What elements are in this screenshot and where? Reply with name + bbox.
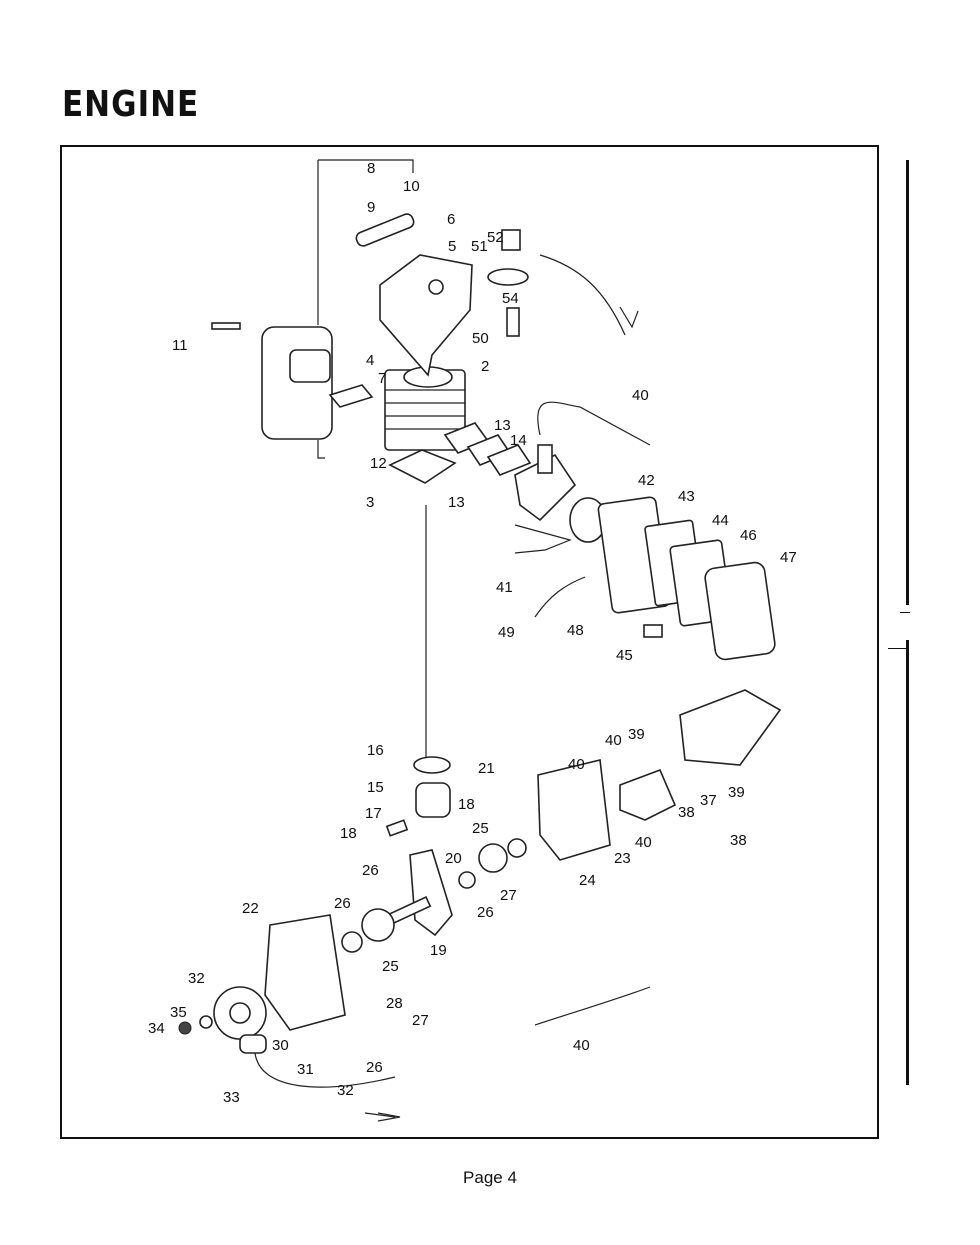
- callout-label: 28: [386, 995, 403, 1012]
- callout-label: 34: [148, 1020, 165, 1037]
- callout-label: 42: [638, 472, 655, 489]
- callout-label: 16: [367, 742, 384, 759]
- section-title: ENGINE: [62, 84, 200, 126]
- callout-label: 26: [334, 895, 351, 912]
- callout-label: 13: [448, 494, 465, 511]
- callout-label: 6: [447, 211, 455, 228]
- callout-label: 18: [458, 796, 475, 813]
- callout-label: 54: [502, 290, 519, 307]
- callout-label: 40: [635, 834, 652, 851]
- callout-label: 47: [780, 549, 797, 566]
- callout-label: 50: [472, 330, 489, 347]
- callout-label: 27: [500, 887, 517, 904]
- page-number: Page 4: [463, 1168, 517, 1187]
- callout-label: 11: [172, 337, 188, 354]
- callout-label: 52: [487, 229, 504, 246]
- callout-label: 32: [188, 970, 205, 987]
- callout-label: 37: [700, 792, 717, 809]
- callout-label: 26: [362, 862, 379, 879]
- callout-label: 7: [378, 370, 386, 387]
- callout-label: 2: [481, 358, 489, 375]
- callout-label: 17: [365, 805, 382, 822]
- callout-label: 40: [573, 1037, 590, 1054]
- callout-label: 40: [632, 387, 649, 404]
- callout-label: 41: [496, 579, 513, 596]
- callout-label: 26: [477, 904, 494, 921]
- callout-label: 44: [712, 512, 729, 529]
- scan-tick: [888, 648, 908, 649]
- callout-label: 24: [579, 872, 596, 889]
- callout-label: 48: [567, 622, 584, 639]
- callout-label: 8: [367, 160, 375, 177]
- callout-label: 21: [478, 760, 495, 777]
- callout-label: 46: [740, 527, 757, 544]
- right-edge-mark: [906, 160, 909, 605]
- callout-label: 31: [297, 1061, 314, 1078]
- callout-label: 40: [568, 756, 585, 773]
- callout-label: 15: [367, 779, 384, 796]
- callout-label: 27: [412, 1012, 429, 1029]
- callout-label: 35: [170, 1004, 187, 1021]
- callout-label: 18: [340, 825, 357, 842]
- callout-label: 14: [510, 432, 527, 449]
- callout-label: 38: [730, 832, 747, 849]
- callout-label: 4: [366, 352, 374, 369]
- callout-label: 40: [605, 732, 622, 749]
- callout-label: 33: [223, 1089, 240, 1106]
- callout-label: 22: [242, 900, 259, 917]
- callout-label: 26: [366, 1059, 383, 1076]
- callout-label: 30: [272, 1037, 289, 1054]
- callout-label: 39: [728, 784, 745, 801]
- callout-label: 23: [614, 850, 631, 867]
- diagram-frame: 8 9 10 6 5 51 52 54 50 11 4 7 2 40 13 14…: [60, 145, 879, 1139]
- callout-label: 25: [382, 958, 399, 975]
- callout-label: 45: [616, 647, 633, 664]
- scan-tick: [900, 612, 910, 613]
- callout-label: 25: [472, 820, 489, 837]
- callout-label: 3: [366, 494, 374, 511]
- callout-label: 5: [448, 238, 456, 255]
- callout-label: 39: [628, 726, 645, 743]
- callout-label: 19: [430, 942, 447, 959]
- exploded-parts-drawing: [178, 159, 782, 1118]
- callout-label: 51: [471, 238, 488, 255]
- callout-label: 32: [337, 1082, 354, 1099]
- right-edge-mark: [906, 640, 909, 1085]
- callout-labels: 8 9 10 6 5 51 52 54 50 11 4 7 2 40 13 14…: [148, 160, 797, 1106]
- callout-label: 12: [370, 455, 387, 472]
- callout-label: 49: [498, 624, 515, 641]
- callout-label: 10: [403, 178, 420, 195]
- callout-label: 20: [445, 850, 462, 867]
- callout-label: 9: [367, 199, 375, 216]
- callout-label: 43: [678, 488, 695, 505]
- callout-label: 38: [678, 804, 695, 821]
- callout-label: 13: [494, 417, 511, 434]
